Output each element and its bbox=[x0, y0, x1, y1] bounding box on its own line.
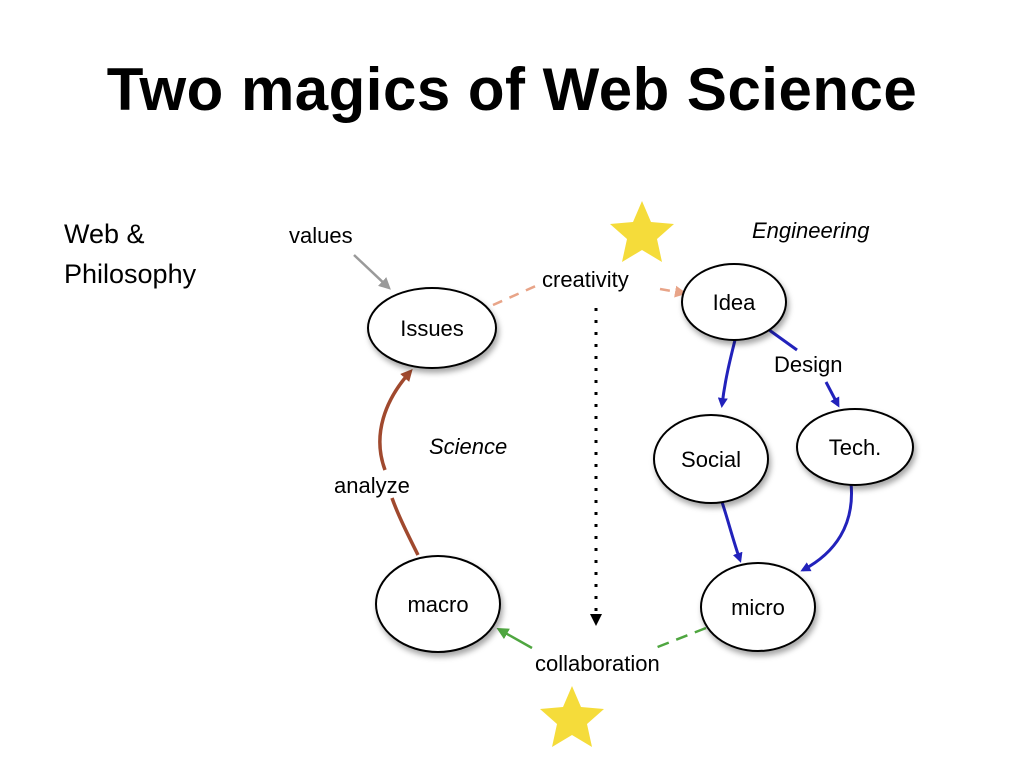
values-label: values bbox=[289, 223, 353, 248]
creativity-label: creativity bbox=[542, 267, 629, 292]
node-tech-label: Tech. bbox=[829, 435, 882, 460]
star-icon bbox=[610, 201, 674, 262]
node-macro-label: macro bbox=[407, 592, 468, 617]
analyze-label: analyze bbox=[334, 473, 410, 498]
analyze-arrow-lower bbox=[390, 497, 420, 556]
side-note: Web & Philosophy bbox=[64, 214, 196, 294]
node-micro: micro bbox=[700, 562, 816, 652]
node-tech: Tech. bbox=[796, 408, 914, 486]
side-note-line-2: Philosophy bbox=[64, 259, 197, 289]
collaboration-arrow-right bbox=[654, 626, 707, 650]
node-idea-label: Idea bbox=[713, 290, 757, 315]
node-idea: Idea bbox=[681, 263, 787, 341]
engineering-label: Engineering bbox=[752, 218, 870, 243]
values-arrow bbox=[353, 254, 391, 290]
creativity-arrow-left bbox=[492, 283, 539, 307]
analyze-arrow-upper bbox=[378, 369, 413, 471]
slide-title: Two magics of Web Science bbox=[106, 56, 918, 123]
collaboration-label: collaboration bbox=[535, 651, 660, 676]
design-label: Design bbox=[774, 352, 842, 377]
node-macro: macro bbox=[375, 555, 501, 653]
social-to-micro-arrow bbox=[720, 501, 743, 563]
node-social-label: Social bbox=[681, 447, 741, 472]
node-micro-label: micro bbox=[731, 595, 785, 620]
node-issues: Issues bbox=[367, 287, 497, 369]
node-issues-label: Issues bbox=[400, 316, 464, 341]
collaboration-arrow-left bbox=[496, 628, 533, 650]
idea-to-design-arrow bbox=[764, 325, 798, 352]
star-icon bbox=[540, 686, 604, 747]
design-to-tech-arrow bbox=[824, 381, 840, 408]
side-note-line-1: Web & bbox=[64, 219, 145, 249]
science-label: Science bbox=[429, 434, 507, 459]
node-social: Social bbox=[653, 414, 769, 504]
tech-to-micro-arrow bbox=[800, 482, 854, 572]
creativity-arrow-right bbox=[659, 285, 687, 298]
idea-to-social-arrow bbox=[717, 339, 737, 408]
